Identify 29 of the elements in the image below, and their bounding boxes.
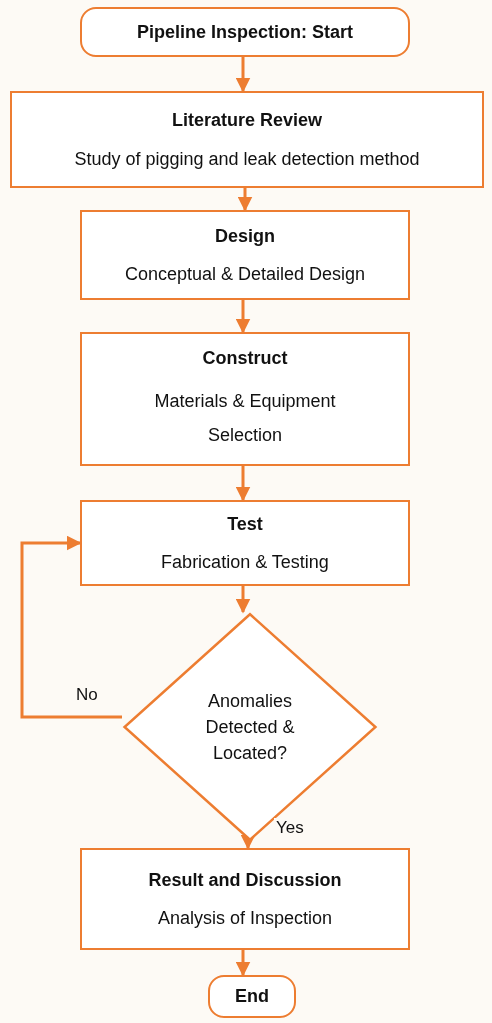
box-label: Anomalies Detected & Located? <box>204 689 296 766</box>
box-description: Conceptual & Detailed Design <box>123 263 367 286</box>
arrow <box>235 300 251 334</box>
process-box <box>80 332 410 466</box>
box-label: End <box>234 985 270 1009</box>
box-description: Fabrication & Testing <box>160 551 330 574</box>
box-heading: Result and Discussion <box>147 868 343 892</box>
process-box <box>10 91 484 188</box>
box-heading: Test <box>226 512 264 536</box>
arrow <box>235 950 251 977</box>
process-box <box>80 848 410 950</box>
box-description: Materials & Equipment Selection <box>153 389 337 448</box>
arrow <box>235 586 251 614</box>
arrow <box>235 466 251 502</box>
process-box <box>80 500 410 586</box>
box-heading: Literature Review <box>170 109 324 133</box>
box-description: Study of pigging and leak detection method <box>73 147 421 171</box>
box-heading: Design <box>214 224 276 248</box>
box-description: Analysis of Inspection <box>156 907 334 930</box>
box-heading: Construct <box>201 346 289 370</box>
box-label: Pipeline Inspection: Start <box>135 20 354 44</box>
terminal-box <box>208 975 296 1018</box>
terminal-box <box>80 7 410 57</box>
arrow <box>240 834 256 850</box>
decision-diamond <box>122 612 378 842</box>
process-box <box>80 210 410 300</box>
arrow <box>237 188 253 212</box>
arrow <box>235 57 251 93</box>
arrow <box>20 535 122 719</box>
